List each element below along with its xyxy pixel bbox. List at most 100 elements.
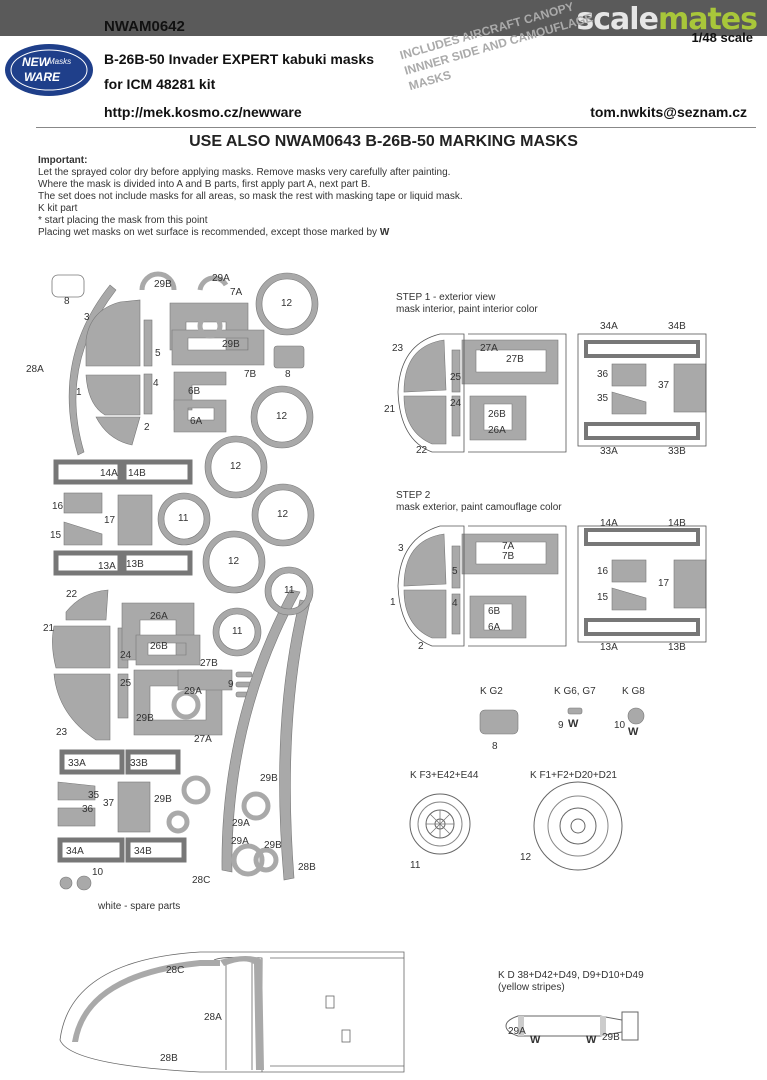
part-label: 24 (450, 398, 462, 409)
kit-ref-note: (yellow stripes) (498, 982, 565, 993)
part-label: 13B (126, 559, 144, 570)
part-label: 13B (668, 642, 686, 653)
part-label: 28A (26, 364, 44, 375)
step1-title: STEP 1 - exterior view (396, 292, 496, 303)
part-label: 5 (452, 566, 458, 577)
part-label: 29B (264, 840, 282, 851)
kit-ref: K G2 (480, 686, 503, 697)
kit-ref: K F1+F2+D20+D21 (530, 770, 617, 781)
part-label: 16 (52, 501, 64, 512)
part-label: 12 (228, 556, 240, 567)
part-label: 26A (150, 611, 168, 622)
instruction-line: K kit part (38, 203, 78, 214)
part-label: 26B (150, 641, 168, 652)
website-url[interactable]: http://mek.kosmo.cz/newware (104, 104, 302, 120)
part-label: 28C (166, 965, 185, 976)
part-label: 29A (232, 818, 250, 829)
part-label: 29A (184, 686, 202, 697)
step2-title: STEP 2 (396, 490, 431, 501)
part-label: 26B (488, 409, 506, 420)
part-label: 29A (212, 273, 230, 284)
part-label: 22 (66, 589, 78, 600)
part-label: 14A (600, 518, 618, 529)
svg-text:WARE: WARE (24, 70, 61, 84)
title-line-1: B-26B-50 Invader EXPERT kabuki masks (104, 51, 375, 67)
part-label: 2 (418, 641, 424, 652)
part-label: 15 (597, 592, 609, 603)
part-label: 13A (98, 561, 116, 572)
part-label: 29B (154, 279, 172, 290)
part-label: 34A (66, 846, 84, 857)
part-label: 11 (232, 626, 243, 637)
part-label: 22 (416, 445, 428, 456)
part-label: 7B (244, 369, 257, 380)
part-label: 12 (276, 411, 288, 422)
part-label: 17 (658, 578, 670, 589)
part-label: 29A (231, 836, 249, 847)
part-label: 1 (76, 387, 82, 398)
email-address[interactable]: tom.nwkits@seznam.cz (590, 104, 747, 120)
svg-text:NEW: NEW (22, 55, 52, 69)
part-label: 8 (492, 741, 498, 752)
part-label: 5 (155, 348, 161, 359)
newware-logo: NEW Masks WARE (5, 44, 93, 96)
use-also-heading: USE ALSO NWAM0643 B-26B-50 MARKING MASKS (189, 133, 578, 150)
part-label: 12 (520, 852, 532, 863)
part-label: 21 (384, 404, 396, 415)
part-label: 6A (488, 622, 501, 633)
part-label: 2 (144, 422, 150, 433)
part-label: 21 (43, 623, 55, 634)
part-label: 7A (230, 287, 243, 298)
part-label: 29B (602, 1032, 620, 1043)
part-label: 6A (190, 416, 203, 427)
kit-ref: K G8 (622, 686, 645, 697)
part-label: 12 (230, 461, 242, 472)
part-label: 10 (614, 720, 626, 731)
top-bar: scalemates (0, 0, 767, 37)
part-label: 36 (597, 369, 609, 380)
instructions-title: Important: (38, 155, 88, 166)
w-mark: W (568, 718, 579, 730)
part-label: 29A (508, 1026, 526, 1037)
part-label: 3 (84, 312, 90, 323)
part-label: 29B (260, 773, 278, 784)
part-label: 36 (82, 804, 94, 815)
part-label: 14B (668, 518, 686, 529)
part-label: 7B (502, 551, 515, 562)
part-label: 6B (188, 386, 201, 397)
part-label: 35 (597, 393, 609, 404)
scalemates-logo[interactable]: scalemates (576, 2, 758, 37)
instructions-block: Important: Let the sprayed color dry bef… (38, 155, 463, 239)
part-label: 23 (56, 727, 68, 738)
part-label: 8 (285, 369, 291, 380)
part-label: 26A (488, 425, 506, 436)
part-label: 17 (104, 515, 116, 526)
part-label: 15 (50, 530, 62, 541)
kit-ref: K D 38+D42+D49, D9+D10+D49 (498, 970, 644, 981)
part-label: 25 (120, 678, 132, 689)
part-label: 29B (222, 339, 240, 350)
part-label: 6B (488, 606, 501, 617)
w-mark: W (530, 1034, 541, 1046)
part-label: 4 (452, 598, 458, 609)
title-line-2: for ICM 48281 kit (104, 76, 216, 92)
kit-ref: K G6, G7 (554, 686, 596, 697)
w-mark: W (379, 227, 390, 238)
kit-ref: K F3+E42+E44 (410, 770, 479, 781)
instruction-line: The set does not include masks for all a… (38, 191, 463, 202)
part-label: 29B (136, 713, 154, 724)
scale-label: 1/48 scale (691, 30, 753, 45)
part-label: 33B (668, 446, 686, 457)
part-label: 16 (597, 566, 609, 577)
part-label: 29B (154, 794, 172, 805)
part-label: 12 (281, 298, 293, 309)
part-label: 9 (558, 720, 564, 731)
part-label: 25 (450, 372, 462, 383)
part-label: 37 (103, 798, 115, 809)
part-label: 23 (392, 343, 404, 354)
part-label: 13A (600, 642, 618, 653)
instruction-line: Placing wet masks on wet surface is reco… (38, 227, 390, 238)
part-label: 11 (178, 513, 189, 524)
part-label: 28B (298, 862, 316, 873)
